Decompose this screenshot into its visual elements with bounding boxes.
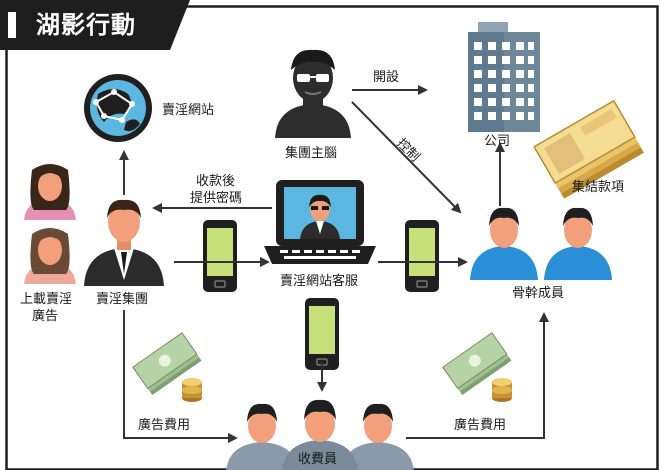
core-member-icon-1 xyxy=(470,207,538,280)
label-payment-line2: 提供密碼 xyxy=(190,191,243,206)
woman-icon-1 xyxy=(24,164,76,220)
label-collectors: 收費員 xyxy=(298,452,338,467)
collector-icon-2 xyxy=(282,399,358,470)
hacker-icon xyxy=(275,49,351,138)
label-mastermind: 集團主腦 xyxy=(285,146,338,161)
phone-icon-right xyxy=(404,219,440,293)
collector-icon-1 xyxy=(226,403,298,470)
title-accent-bar xyxy=(8,12,16,38)
woman-icon-2 xyxy=(24,228,76,284)
phone-icon-left xyxy=(202,219,238,293)
label-company: 公司 xyxy=(484,134,511,149)
label-upload-ads-line2: 廣告 xyxy=(32,309,59,324)
arrow-collectors-to-members xyxy=(406,312,549,439)
label-website: 賣淫網站 xyxy=(162,103,215,118)
collector-icon-3 xyxy=(342,403,414,470)
cash-bundle-icon-left xyxy=(132,332,203,403)
core-member-icon-2 xyxy=(544,207,612,280)
title-background xyxy=(0,0,190,50)
label-collect-money: 集結款項 xyxy=(572,180,625,195)
label-payment-line1: 收款後 xyxy=(196,174,236,189)
arrow-group-to-collectors xyxy=(123,310,238,443)
building-icon xyxy=(468,22,540,132)
page-title: 湖影行動 xyxy=(36,11,136,39)
arrow-control-members xyxy=(351,101,462,214)
label-ad-fee-right: 廣告費用 xyxy=(454,418,507,433)
label-ad-fee-left: 廣告費用 xyxy=(138,418,191,433)
laptop-icon xyxy=(264,180,376,264)
globe-icon xyxy=(84,74,152,142)
banknote-stack-icon xyxy=(533,99,644,199)
label-core-members: 骨幹成員 xyxy=(512,286,565,301)
label-prostitution-group: 賣淫集團 xyxy=(96,292,149,307)
cash-bundle-icon-right xyxy=(442,332,513,403)
label-customer-service: 賣淫網站客服 xyxy=(280,274,359,289)
label-upload-ads-line1: 上載賣淫 xyxy=(20,292,73,307)
pimp-icon xyxy=(84,199,164,286)
phone-icon-center xyxy=(304,297,340,371)
arrows xyxy=(119,85,549,443)
label-setup: 開設 xyxy=(373,70,400,85)
